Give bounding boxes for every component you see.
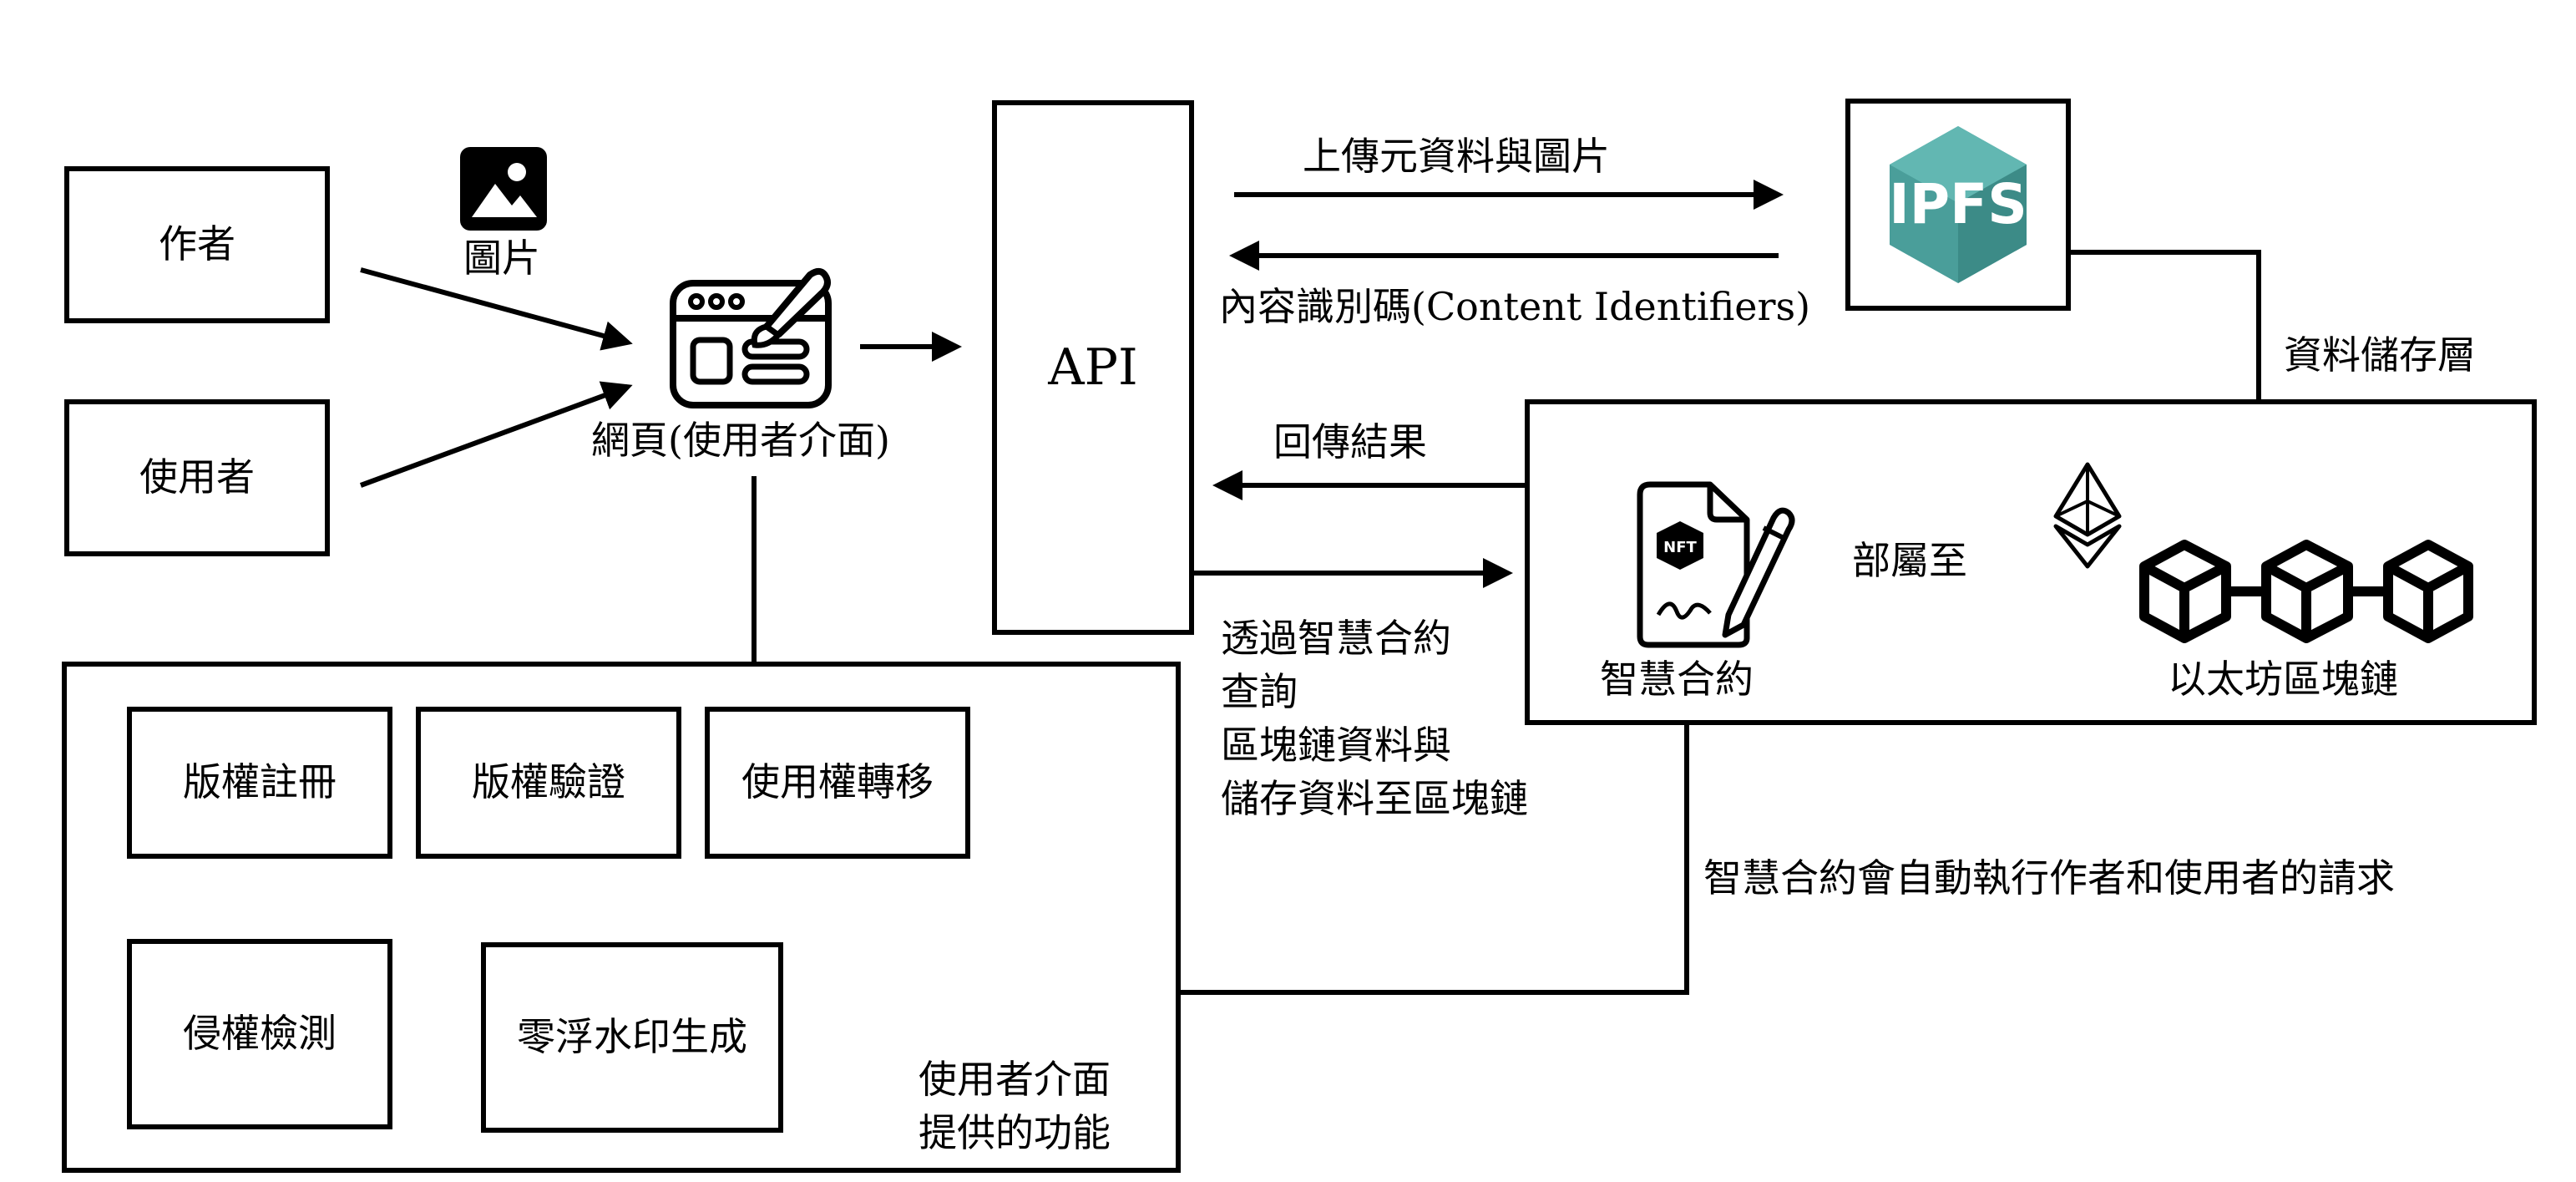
query-label-line: 透過智慧合約 xyxy=(1221,616,1451,661)
contract-to-functions-line xyxy=(1177,723,1689,995)
author-box: 作者 xyxy=(64,166,330,323)
user-box: 使用者 xyxy=(64,399,330,556)
query-label: 透過智慧合約 查詢 區塊鏈資料與 儲存資料至區塊鏈 xyxy=(1221,611,1528,825)
storage-layer-label: 資料儲存層 xyxy=(2284,332,2476,378)
webpage-label: 網頁(使用者介面) xyxy=(591,418,890,463)
cid-label: 內容識別碼(Content Identifiers) xyxy=(1219,284,1811,329)
verify-box: 版權驗證 xyxy=(416,707,681,859)
register-label: 版權註冊 xyxy=(183,759,337,805)
query-label-line: 查詢 xyxy=(1221,669,1298,714)
functions-caption-line: 使用者介面 xyxy=(919,1057,1111,1102)
user-label: 使用者 xyxy=(139,454,255,500)
verify-label: 版權驗證 xyxy=(472,759,625,805)
contract-note: 智慧合約會自動執行作者和使用者的請求 xyxy=(1703,855,2395,900)
author-to-webpage-arrow xyxy=(360,267,633,351)
watermark-box: 零浮水印生成 xyxy=(481,942,783,1133)
upload-label: 上傳元資料與圖片 xyxy=(1303,134,1610,179)
contract-layer-box: NFT 智慧合約 部屬至 以太坊區塊鏈 xyxy=(1525,399,2537,725)
watermark-label: 零浮水印生成 xyxy=(517,1014,747,1060)
functions-caption: 使用者介面 提供的功能 xyxy=(919,1053,1111,1159)
ipfs-logo-icon: IPFS xyxy=(1889,126,2027,283)
api-label: API xyxy=(1048,338,1138,397)
ethereum-chain-label: 以太坊區塊鏈 xyxy=(2168,657,2398,702)
webpage-icon xyxy=(670,267,832,408)
ipfs-logo-text: IPFS xyxy=(1889,172,2027,236)
blockchain-icon xyxy=(2139,540,2473,643)
contract-label: 智慧合約 xyxy=(1600,657,1754,702)
user-to-webpage-arrow xyxy=(359,381,633,488)
ipfs-to-layer-line xyxy=(2069,250,2261,401)
transfer-label: 使用權轉移 xyxy=(741,759,934,805)
deploy-label: 部屬至 xyxy=(1852,538,1967,583)
query-label-line: 儲存資料至區塊鏈 xyxy=(1221,776,1528,821)
detect-label: 侵權檢測 xyxy=(183,1011,337,1057)
query-label-line: 區塊鏈資料與 xyxy=(1221,723,1451,768)
detect-box: 侵權檢測 xyxy=(127,939,392,1129)
nft-text: NFT xyxy=(1663,539,1697,556)
transfer-box: 使用權轉移 xyxy=(705,707,970,859)
ethereum-icon xyxy=(2053,462,2122,569)
return-label: 回傳結果 xyxy=(1273,419,1427,464)
ipfs-box: IPFS xyxy=(1845,99,2071,311)
image-label: 圖片 xyxy=(463,236,540,281)
image-icon xyxy=(460,147,547,231)
api-box: API xyxy=(992,100,1194,635)
author-label: 作者 xyxy=(159,221,235,267)
functions-caption-line: 提供的功能 xyxy=(919,1110,1111,1155)
register-box: 版權註冊 xyxy=(127,707,392,859)
nft-contract-icon: NFT xyxy=(1637,481,1795,648)
